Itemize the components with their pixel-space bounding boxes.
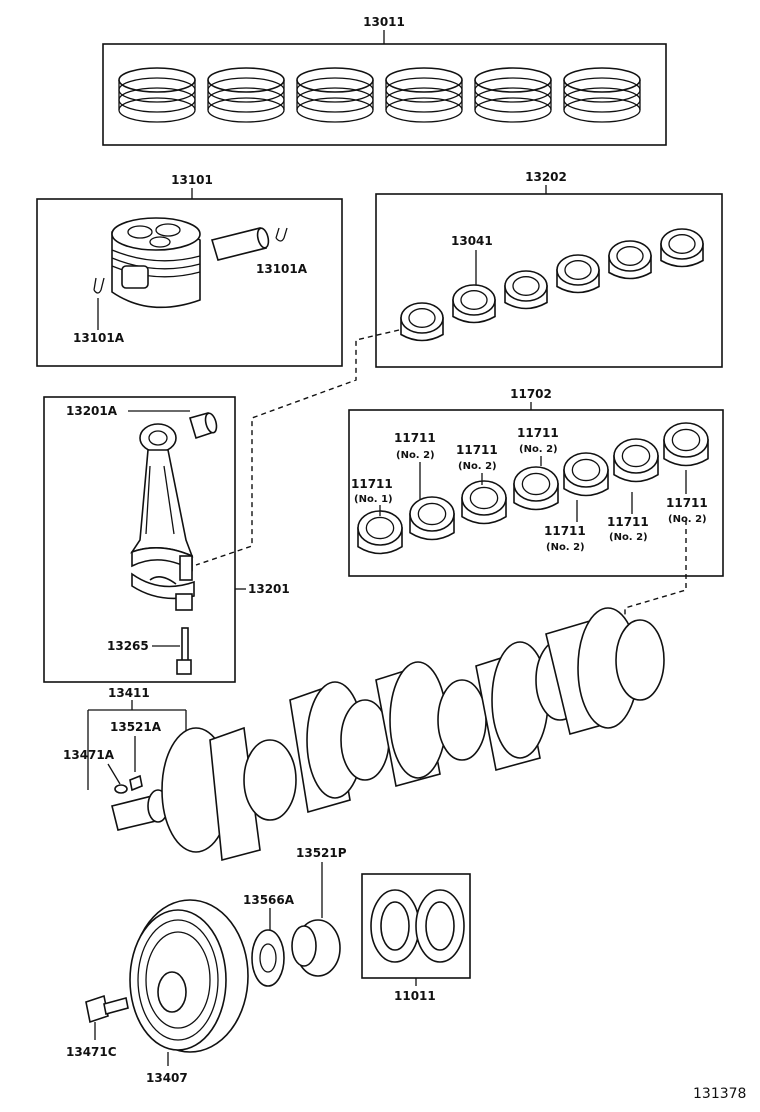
bearing-shell-icon — [452, 284, 496, 324]
bearing-shell-icon — [660, 228, 704, 268]
piston-group: 13101 13101A 13101A — [36, 173, 343, 367]
bearing-shell-icon — [556, 254, 600, 294]
bearing-shell-icon — [409, 496, 455, 541]
snap-ring-icon — [93, 277, 105, 294]
label-13411: 13411 — [108, 686, 150, 700]
label-13101a-right: 13101A — [256, 262, 308, 276]
label-13521p: 13521P — [296, 846, 347, 860]
piston-box — [36, 198, 343, 367]
crankshaft-icon — [111, 607, 665, 862]
label-13201: 13201 — [248, 582, 290, 596]
front-parts-group: 13521P 13566A 11011 — [243, 846, 471, 1003]
label-13521a: 13521A — [110, 720, 162, 734]
crankshaft-bearing-group: 11702 11711 (No. 1) 11711 (No. 2) 11711 … — [348, 387, 724, 577]
label-no-1: (No. 1) — [354, 494, 393, 505]
bearing-shell-icon — [608, 240, 652, 280]
bearing-shell-icon — [357, 422, 709, 555]
bearing-shell-icon — [563, 452, 609, 497]
label-11711-6: 11711 — [607, 515, 649, 529]
connecting-rod-icon — [129, 423, 195, 675]
piston-ring-icon — [296, 67, 374, 123]
snap-ring-icon — [275, 227, 288, 242]
label-13566a: 13566A — [243, 893, 295, 907]
label-13202: 13202 — [525, 170, 567, 184]
bearing-shell-icon — [663, 422, 709, 467]
label-no-2f: (No. 2) — [668, 514, 707, 525]
thrust-washer-icon — [370, 889, 465, 963]
piston-ring-icon — [118, 67, 196, 123]
label-13471c: 13471C — [66, 1045, 117, 1059]
crankshaft-bearing-box — [348, 409, 724, 577]
label-11711-7: 11711 — [666, 496, 708, 510]
connecting-rod-box — [43, 396, 236, 683]
crank-angle-plate-icon — [251, 929, 285, 987]
bearing-shell-icon — [613, 438, 659, 483]
label-no-2d: (No. 2) — [546, 542, 585, 553]
piston-ring-icon — [118, 67, 641, 123]
bearing-shell-icon — [504, 270, 548, 310]
label-11711-1: 11711 — [351, 477, 393, 491]
pulley-group: 13407 13471C — [66, 899, 249, 1085]
figure-id: 131378 — [693, 1086, 746, 1102]
label-11702: 11702 — [510, 387, 552, 401]
piston-ring-icon — [563, 67, 641, 123]
bearing-shell-icon — [461, 480, 507, 525]
label-no-2b: (No. 2) — [458, 461, 497, 472]
bearing-shell-icon — [513, 466, 559, 511]
bush-icon — [188, 412, 218, 440]
label-13011: 13011 — [363, 15, 405, 29]
conn-rod-bearing-box — [375, 193, 723, 368]
piston-ring-set-box — [102, 43, 667, 146]
piston-ring-icon — [474, 67, 552, 123]
label-11711-5: 11711 — [544, 524, 586, 538]
label-13407: 13407 — [146, 1071, 188, 1085]
label-13101: 13101 — [171, 173, 213, 187]
label-11011: 11011 — [394, 989, 436, 1003]
piston-ring-icon — [207, 67, 285, 123]
bolt-icon — [85, 994, 129, 1024]
label-13101a-left: 13101A — [73, 331, 125, 345]
piston-icon — [111, 217, 201, 309]
leader-line — [195, 329, 400, 566]
bearing-shell-icon — [357, 510, 403, 555]
label-13471a: 13471A — [63, 748, 115, 762]
key-icon — [129, 774, 143, 792]
bearing-shell-icon — [400, 228, 704, 342]
label-no-2a: (No. 2) — [396, 450, 435, 461]
piston-ring-set-group: 13011 — [102, 15, 667, 146]
label-no-2e: (No. 2) — [609, 532, 648, 543]
label-13041: 13041 — [451, 234, 493, 248]
label-11711-3: 11711 — [456, 443, 498, 457]
pulley-icon — [129, 899, 249, 1053]
timing-gear-icon — [291, 919, 341, 977]
pin-icon — [114, 784, 128, 794]
connecting-rod-group: 13201 13201A 13265 — [43, 396, 290, 683]
label-no-2c: (No. 2) — [519, 444, 558, 455]
label-11711-2: 11711 — [394, 431, 436, 445]
crankshaft-group: 13411 13521A 13471A — [63, 607, 665, 862]
label-13265: 13265 — [107, 639, 149, 653]
piston-pin-icon — [210, 227, 270, 261]
piston-ring-icon — [385, 67, 463, 123]
bearing-shell-icon — [400, 302, 444, 342]
label-11711-4: 11711 — [517, 426, 559, 440]
label-13201a: 13201A — [66, 404, 118, 418]
conn-rod-bearing-group: 13202 13041 — [375, 170, 723, 368]
